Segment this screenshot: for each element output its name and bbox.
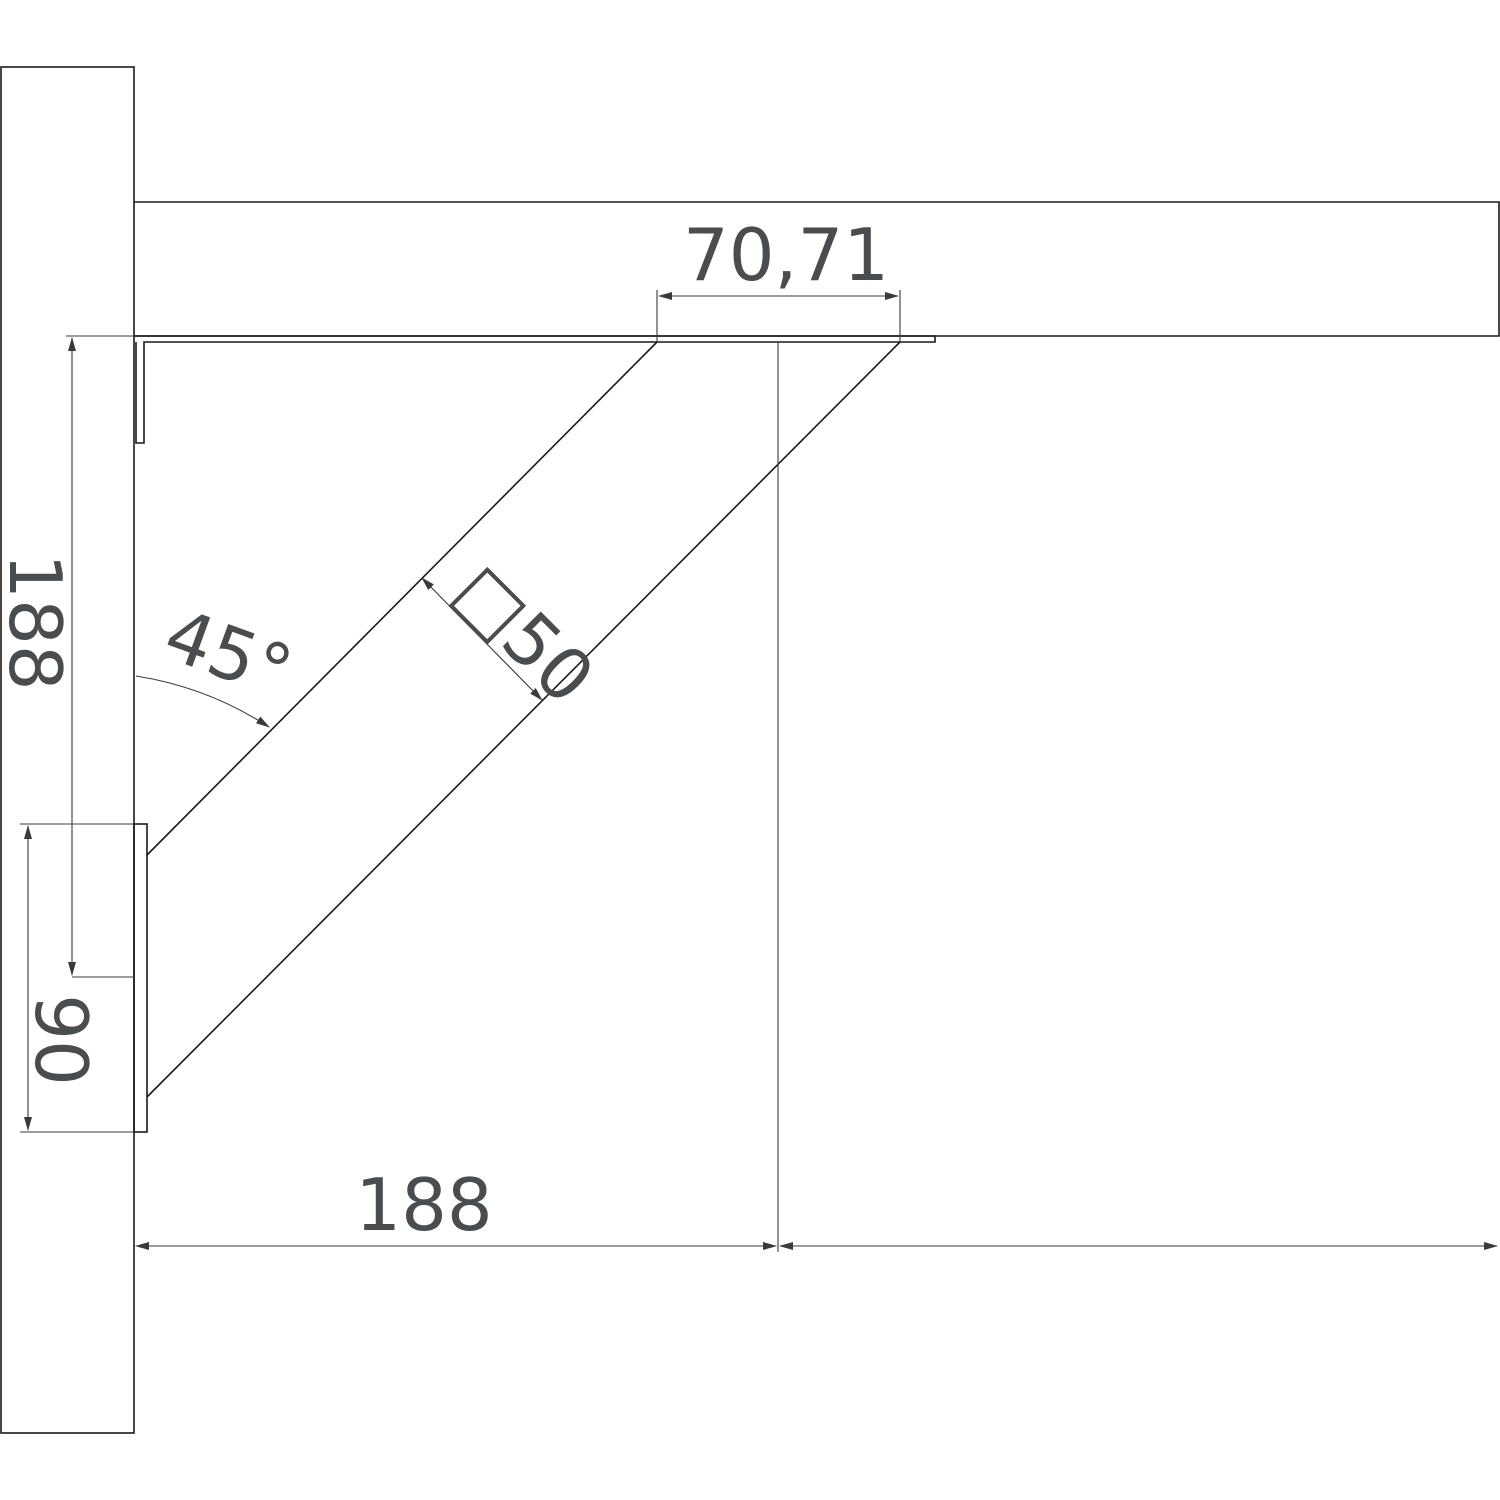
dimension-top-width: 70,71 — [656, 213, 901, 342]
dimension-top-width-label: 70,71 — [683, 213, 889, 297]
dimension-profile: □50 — [421, 548, 610, 720]
strut-upper-edge — [146, 341, 658, 856]
dimension-plate-height-label: 90 — [19, 994, 103, 1086]
dimension-horizontal-length-label: 188 — [355, 1163, 492, 1247]
strut-lower-edge — [146, 341, 901, 1098]
top-flange — [134, 335, 936, 444]
dimension-plate-height: 90 — [19, 823, 134, 1133]
dimension-profile-label: □50 — [438, 548, 610, 720]
wall-post — [0, 66, 135, 1434]
dimension-horizontal-length: 188 — [135, 1163, 1498, 1250]
dimension-vertical-height-label: 188 — [0, 553, 77, 690]
dimension-angle: 45° — [135, 592, 303, 728]
wall-plate — [133, 823, 148, 1133]
dimension-vertical-height: 188 — [0, 335, 134, 978]
dimension-angle-label: 45° — [154, 592, 303, 715]
